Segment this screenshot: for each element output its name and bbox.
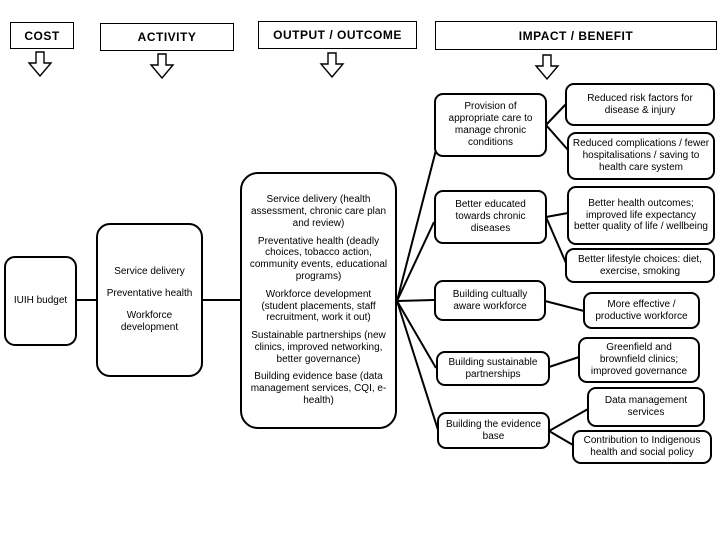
activity-item: Preventative health bbox=[106, 288, 193, 300]
benefit-box-more-effective-workforce: More effective / productive workforce bbox=[583, 292, 700, 329]
header-output-outcome-label: OUTPUT / OUTCOME bbox=[273, 28, 402, 42]
benefit-box-label: Greenfield and brownfield clinics; impro… bbox=[590, 342, 688, 377]
impact-box-better-educated: Better educated towards chronic diseases bbox=[434, 190, 547, 244]
output-item: Workforce development (student placement… bbox=[261, 288, 376, 324]
benefit-box-contribution-to-policy: Contribution to Indigenous health and so… bbox=[572, 430, 712, 464]
activity-item: Service delivery bbox=[114, 266, 185, 278]
header-output-outcome: OUTPUT / OUTCOME bbox=[258, 21, 417, 49]
benefit-box-label: Contribution to Indigenous health and so… bbox=[583, 435, 701, 458]
output-item: Preventative health (deadly choices, tob… bbox=[249, 235, 388, 282]
benefit-box-better-health-outcomes: Better health outcomes; improved life ex… bbox=[567, 186, 715, 245]
cost-box-iuih-budget: IUIH budget bbox=[4, 256, 77, 346]
benefit-box-label: Reduced risk factors for disease & injur… bbox=[587, 92, 693, 116]
cost-box-label: IUIH budget bbox=[13, 295, 68, 307]
output-outcome-box: Service delivery (health assessment, chr… bbox=[240, 172, 397, 429]
down-arrow-icon bbox=[149, 53, 175, 79]
down-arrow-icon bbox=[27, 51, 53, 77]
activity-item: Workforce development bbox=[120, 310, 179, 333]
impact-box-label: Building the evidence base bbox=[445, 418, 542, 442]
benefit-box-reduced-risk-factors: Reduced risk factors for disease & injur… bbox=[565, 83, 715, 126]
header-activity-label: ACTIVITY bbox=[137, 30, 197, 44]
impact-box-culturally-aware-workforce: Building cultually aware workforce bbox=[434, 280, 546, 321]
header-activity: ACTIVITY bbox=[100, 23, 234, 51]
benefit-box-label: More effective / productive workforce bbox=[595, 298, 688, 322]
down-arrow-icon bbox=[534, 54, 560, 80]
benefit-box-greenfield-brownfield-clinics: Greenfield and brownfield clinics; impro… bbox=[578, 337, 700, 383]
impact-box-evidence-base: Building the evidence base bbox=[437, 412, 550, 449]
header-cost: COST bbox=[10, 22, 74, 49]
benefit-box-data-management-services: Data management services bbox=[587, 387, 705, 427]
output-item: Building evidence base (data management … bbox=[250, 371, 387, 407]
benefit-box-label: Better health outcomes; improved life ex… bbox=[574, 197, 708, 233]
benefit-box-label: Data management services bbox=[604, 395, 688, 418]
down-arrow-icon bbox=[319, 52, 345, 78]
impact-box-label: Provision of appropriate care to manage … bbox=[448, 101, 533, 148]
impact-box-sustainable-partnerships: Building sustainable partnerships bbox=[436, 351, 550, 386]
output-item: Sustainable partnerships (new clinics, i… bbox=[251, 330, 386, 365]
impact-box-label: Building sustainable partnerships bbox=[448, 356, 538, 380]
activity-box: Service delivery Preventative health Wor… bbox=[96, 223, 203, 377]
header-impact-benefit-label: IMPACT / BENEFIT bbox=[518, 28, 634, 43]
benefit-box-reduced-complications: Reduced complications / fewer hospitalis… bbox=[567, 132, 715, 180]
impact-box-label: Better educated towards chronic diseases bbox=[455, 199, 526, 234]
benefit-box-label: Reduced complications / fewer hospitalis… bbox=[572, 138, 710, 173]
header-cost-label: COST bbox=[24, 28, 60, 43]
impact-box-provision-of-care: Provision of appropriate care to manage … bbox=[434, 93, 547, 157]
benefit-box-label: Better lifestyle choices: diet, exercise… bbox=[578, 253, 702, 277]
impact-box-label: Building cultually aware workforce bbox=[452, 288, 528, 312]
header-impact-benefit: IMPACT / BENEFIT bbox=[435, 21, 717, 50]
benefit-box-better-lifestyle-choices: Better lifestyle choices: diet, exercise… bbox=[565, 248, 715, 283]
output-item: Service delivery (health assessment, chr… bbox=[250, 194, 387, 229]
